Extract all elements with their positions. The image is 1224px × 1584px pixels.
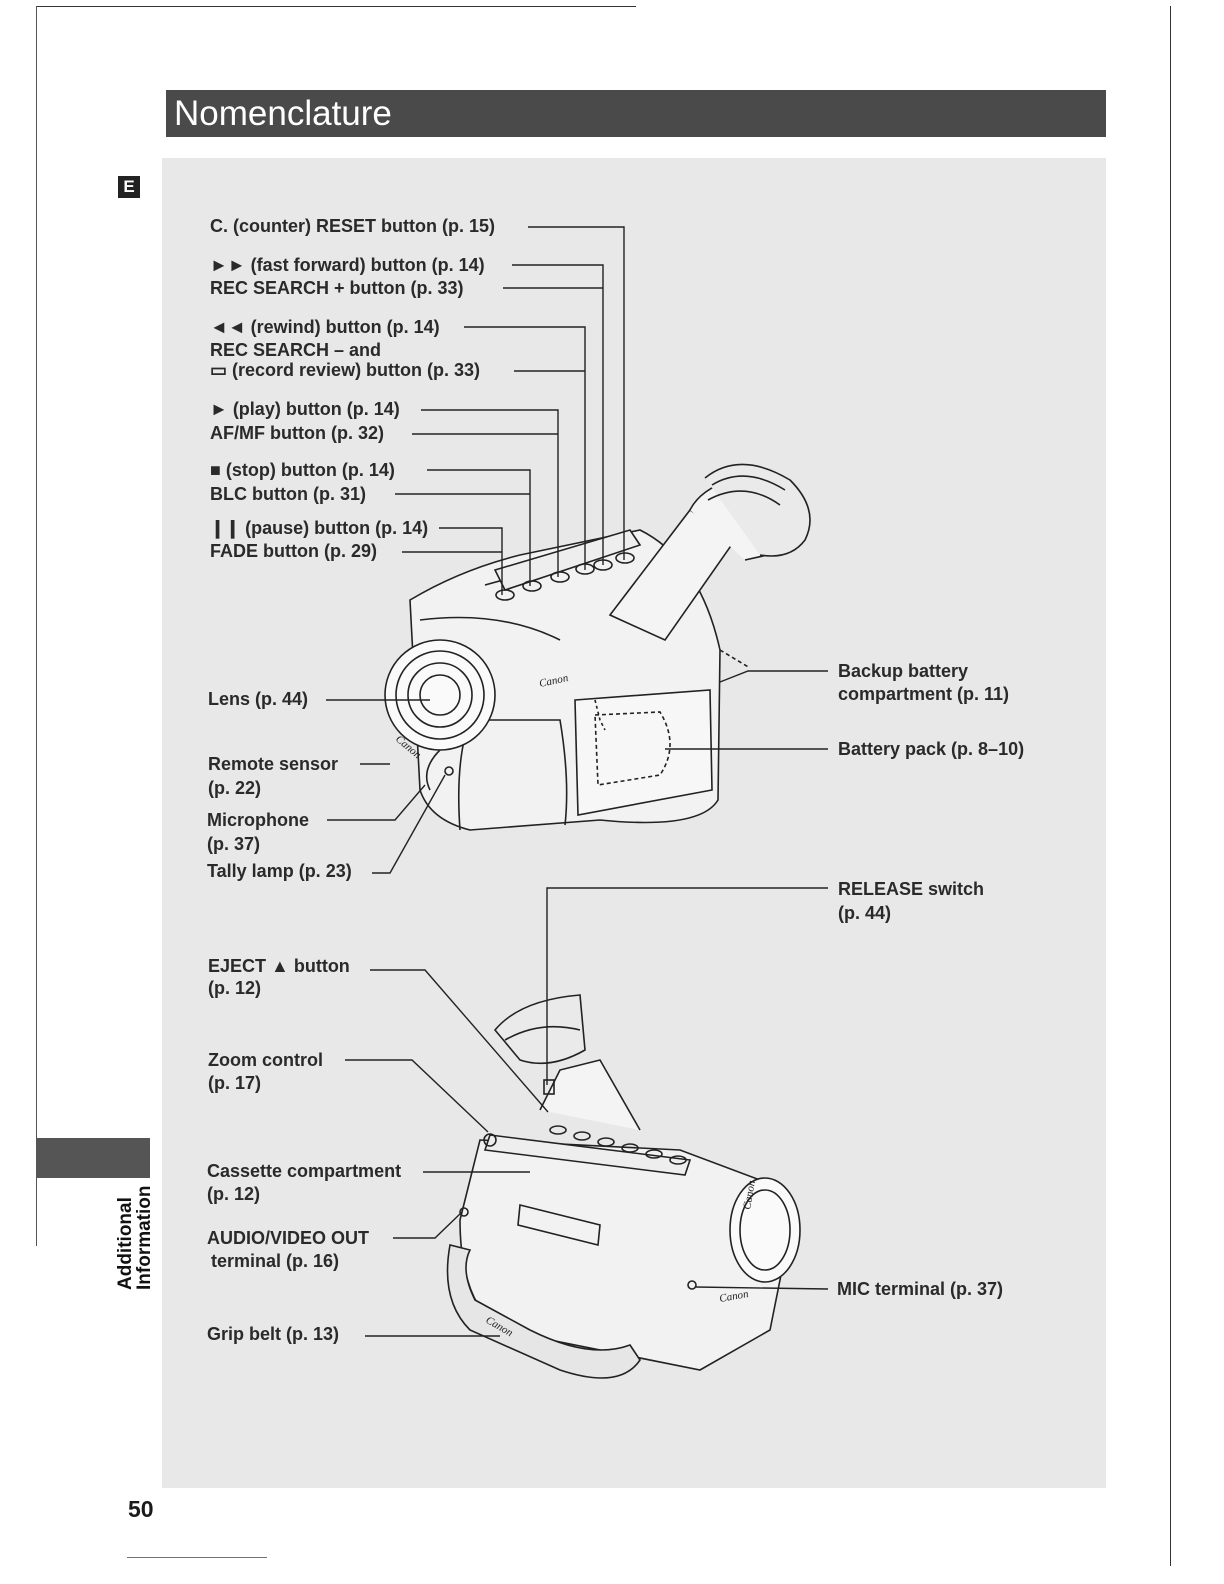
label-grip-belt: Grip belt (p. 13) — [207, 1324, 340, 1344]
top-rule — [36, 6, 636, 7]
brand-logo-bottom: Canon — [718, 1288, 749, 1305]
label-release-switch-page: (p. 44) — [838, 903, 892, 923]
label-eject-page: (p. 12) — [208, 978, 262, 998]
section-tab — [36, 1138, 150, 1178]
label-backup-battery: Backup battery — [838, 661, 969, 681]
label-fast-forward: ►► (fast forward) button (p. 14) — [210, 255, 485, 275]
label-microphone: Microphone — [207, 810, 309, 830]
label-remote-sensor: Remote sensor — [208, 754, 339, 774]
label-counter-reset: C. (counter) RESET button (p. 15) — [210, 216, 495, 236]
label-blc: BLC button (p. 31) — [210, 484, 366, 504]
section-tab-label: Additional Information — [115, 1070, 156, 1291]
label-rec-search-minus: REC SEARCH – and — [210, 340, 382, 360]
label-lens: Lens (p. 44) — [208, 689, 309, 709]
language-badge: E — [118, 176, 140, 198]
label-backup-battery-page: compartment (p. 11) — [838, 684, 1010, 704]
label-eject: EJECT ▲ button — [208, 956, 350, 976]
page-number: 50 — [128, 1496, 154, 1522]
label-cassette-compartment: Cassette compartment — [207, 1161, 402, 1181]
label-play: ► (play) button (p. 14) — [210, 399, 400, 419]
label-af-mf: AF/MF button (p. 32) — [210, 423, 384, 443]
label-av-out-terminal: terminal (p. 16) — [211, 1251, 340, 1271]
label-cassette-compartment-page: (p. 12) — [207, 1184, 261, 1204]
label-rec-search-plus: REC SEARCH + button (p. 33) — [210, 278, 464, 298]
label-remote-sensor-page: (p. 22) — [208, 778, 262, 798]
label-pause: ❙❙ (pause) button (p. 14) — [210, 518, 429, 538]
leader-lines — [326, 226, 829, 1337]
section-tab-label-line2: Information — [134, 1185, 155, 1291]
label-av-out: AUDIO/VIDEO OUT — [207, 1228, 370, 1248]
section-tab-label-line1: Additional — [115, 1197, 136, 1290]
right-rule — [1170, 6, 1171, 1566]
label-fade: FADE button (p. 29) — [210, 541, 377, 561]
left-rule — [36, 6, 37, 1246]
footer-link-line — [127, 1557, 267, 1558]
label-stop: ■ (stop) button (p. 14) — [210, 460, 395, 480]
label-mic-terminal: MIC terminal (p. 37) — [837, 1279, 1004, 1299]
label-battery-pack: Battery pack (p. 8–10) — [838, 739, 1025, 759]
label-tally-lamp: Tally lamp (p. 23) — [207, 861, 352, 881]
label-rewind: ◄◄ (rewind) button (p. 14) — [210, 317, 440, 337]
brand-logo-lens-bottom: Canon — [741, 1179, 758, 1210]
label-microphone-page: (p. 37) — [207, 834, 261, 854]
top-camcorder-illustration — [384, 463, 811, 831]
label-record-review: ▭ (record review) button (p. 33) — [210, 360, 481, 380]
page-title: Nomenclature — [166, 90, 1106, 137]
label-zoom-control: Zoom control — [208, 1050, 323, 1070]
label-zoom-control-page: (p. 17) — [208, 1073, 262, 1093]
bottom-camcorder-illustration — [446, 994, 801, 1379]
label-release-switch: RELEASE switch — [838, 879, 985, 899]
